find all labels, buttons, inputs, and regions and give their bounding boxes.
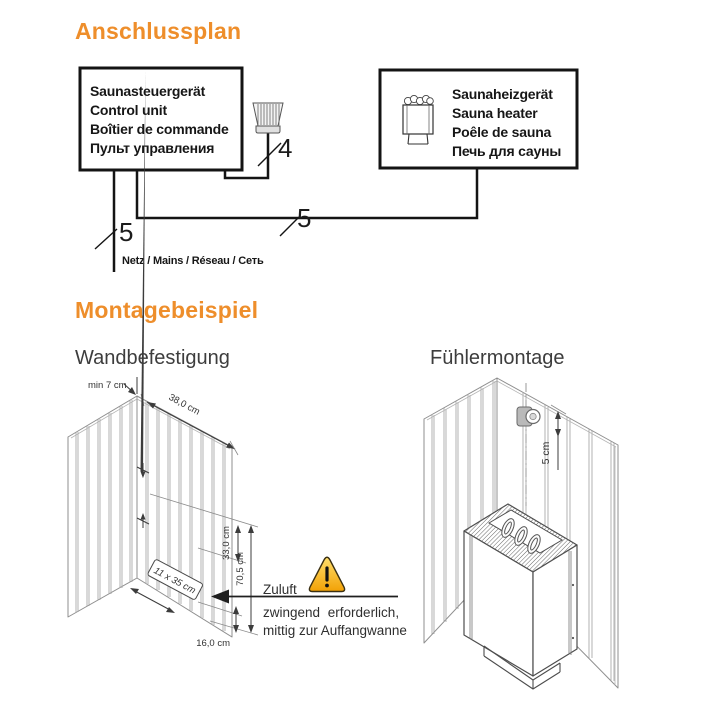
dim-bottom-height-group: 16,0 cm xyxy=(196,606,239,649)
warning-triangle-icon xyxy=(308,556,346,593)
control-unit-label: Saunasteuergerät Control unit Boîtier de… xyxy=(90,83,229,156)
temperature-sensor-icon xyxy=(516,406,541,427)
mount-marks xyxy=(136,71,150,528)
min-corner-arrowhead xyxy=(128,387,136,395)
heater-wire-slash xyxy=(279,216,300,237)
sensor-wire-number: 4 xyxy=(278,133,292,163)
heater-wire-number: 5 xyxy=(297,203,311,233)
slot-width-dimension xyxy=(130,588,175,613)
dim-sensor-distance-group: 5 cm xyxy=(540,404,567,470)
dim-upper-height-group: 33,0 cm xyxy=(221,525,241,562)
zuluft-arrowhead xyxy=(211,589,229,604)
dim-mount-height: 70,5 cm xyxy=(235,552,246,586)
extension-lines xyxy=(149,493,259,636)
sensor-icon xyxy=(252,102,284,134)
zuluft-line-2: mittig zur Auffangwanne xyxy=(263,623,407,638)
control-unit-line-2: Control unit xyxy=(90,102,167,118)
control-unit-box xyxy=(78,66,244,172)
mains-wire-number: 5 xyxy=(119,217,133,247)
sauna-heater-line-3: Poêle de sauna xyxy=(452,124,552,140)
control-unit-line-3: Boîtier de commande xyxy=(90,121,229,137)
zuluft-line-1: zwingend erforderlich, xyxy=(263,605,399,620)
sauna-heater-label: Saunaheizgerät Sauna heater Poêle de sau… xyxy=(452,86,561,159)
control-unit-line-1: Saunasteuergerät xyxy=(90,83,206,99)
dim-upper-height: 33,0 cm xyxy=(221,526,232,560)
sensor-wire-slash xyxy=(257,142,282,167)
subtitle-fuehlermontage: Fühlermontage xyxy=(430,347,565,369)
mains-wire-slash xyxy=(94,228,118,250)
sensor-mounting-drawing: 5 cm xyxy=(423,377,619,690)
wall-mounting-drawing: min 7 cm 38,0 cm 33,0 cm xyxy=(67,71,407,649)
sauna-heater-drawing xyxy=(463,503,578,690)
subtitle-wandbefestigung: Wandbefestigung xyxy=(75,347,230,369)
mains-label: Netz / Mains / Réseau / Сеть xyxy=(122,255,264,267)
section-title-anschlussplan: Anschlussplan xyxy=(75,18,242,44)
dim-bottom-height: 16,0 cm xyxy=(196,638,230,649)
section-title-montagebeispiel: Montagebeispiel xyxy=(75,297,259,323)
sauna-heater-line-1: Saunaheizgerät xyxy=(452,86,553,102)
heater-wire xyxy=(135,168,479,220)
sauna-heater-icon xyxy=(402,94,434,145)
dim-sensor-distance: 5 cm xyxy=(540,441,552,464)
wiring-diagram: Saunasteuergerät Control unit Boîtier de… xyxy=(78,66,579,272)
control-unit-line-4: Пульт управления xyxy=(90,140,214,156)
sauna-heater-line-2: Sauna heater xyxy=(452,105,538,121)
sauna-heater-line-4: Печь для сауны xyxy=(452,143,561,159)
dim-min-corner: min 7 cm xyxy=(88,380,127,391)
dim-mount-height-group: 70,5 cm xyxy=(235,525,254,633)
zuluft-title: Zuluft xyxy=(263,582,297,597)
